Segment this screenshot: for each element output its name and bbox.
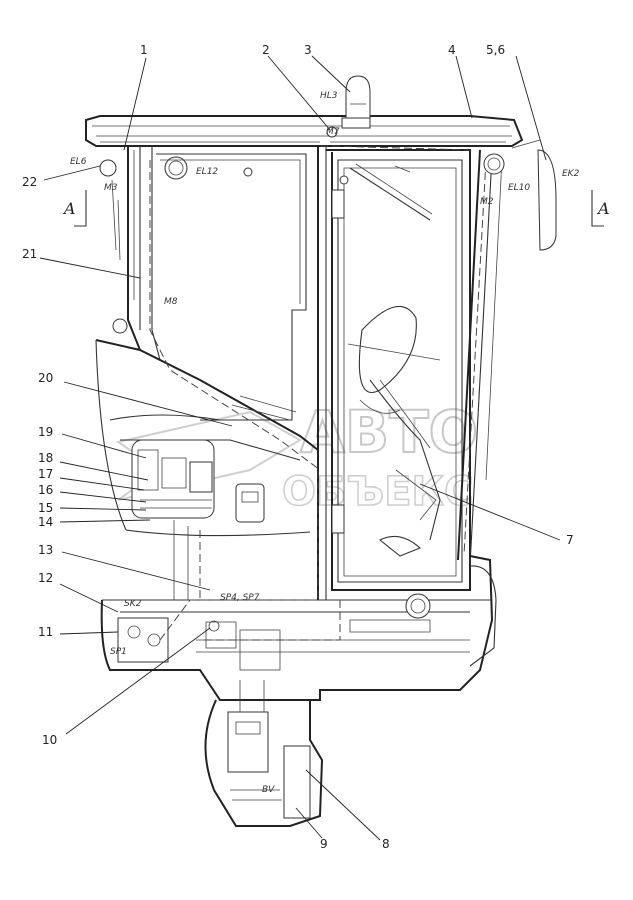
section-label-left: A <box>62 199 76 218</box>
callout-19: 19 <box>38 425 53 439</box>
code-m8: M8 <box>164 297 178 307</box>
callout-21: 21 <box>22 247 37 261</box>
lower-box <box>204 680 324 827</box>
callout-16: 16 <box>38 483 53 497</box>
callout-22: 22 <box>22 175 37 189</box>
cab-floor <box>100 555 497 701</box>
rear-window-panel <box>156 153 307 421</box>
code-hl3: HL3 <box>320 91 338 101</box>
code-m2: M2 <box>480 197 494 207</box>
callout-9: 9 <box>320 837 328 851</box>
callouts: 1 2 3 4 5,6 22 21 20 19 18 17 16 15 14 1… <box>22 43 574 851</box>
callout-20: 20 <box>38 371 53 385</box>
component-codes: HL3 M7 EL6 M3 EL12 EK2 EL10 M2 M8 SP4, S… <box>70 91 580 795</box>
wiring-harness <box>149 145 471 641</box>
watermark-line2: ОБЪЕКС <box>282 469 473 515</box>
callout-11: 11 <box>38 625 53 639</box>
code-ek2: EK2 <box>562 169 580 179</box>
leader-lines <box>39 55 561 841</box>
cab-roof <box>85 75 524 147</box>
left-cab-wall <box>99 146 188 361</box>
code-el10: EL10 <box>508 183 530 193</box>
section-label-right: A <box>596 199 610 218</box>
callout-3: 3 <box>304 43 312 57</box>
code-bv: BV <box>262 785 275 795</box>
watermark: АВТО ОБЪЕКС <box>115 397 479 516</box>
callout-7: 7 <box>566 533 574 547</box>
callout-17: 17 <box>38 467 53 481</box>
watermark-line1: АВТО <box>300 398 478 466</box>
callout-2: 2 <box>262 43 270 57</box>
door-frame <box>317 146 471 600</box>
callout-12: 12 <box>38 571 53 585</box>
callout-4: 4 <box>448 43 456 57</box>
callout-10: 10 <box>42 733 57 747</box>
section-mark-right: A <box>591 190 610 227</box>
code-sk2: SK2 <box>124 599 142 609</box>
callout-5-6: 5,6 <box>486 43 505 57</box>
callout-14: 14 <box>38 515 53 529</box>
code-sp1: SP1 <box>110 647 127 657</box>
callout-13: 13 <box>38 543 53 557</box>
right-pillar <box>457 139 557 566</box>
callout-18: 18 <box>38 451 53 465</box>
callout-15: 15 <box>38 501 53 515</box>
callout-1: 1 <box>140 43 148 57</box>
code-el12: EL12 <box>196 167 218 177</box>
code-sp4-sp7: SP4, SP7 <box>220 593 260 603</box>
code-el6: EL6 <box>70 157 87 167</box>
dashboard-console <box>95 339 319 600</box>
section-mark-left: A <box>62 190 87 227</box>
callout-8: 8 <box>382 837 390 851</box>
code-m7: M7 <box>326 127 340 137</box>
steering-column <box>347 305 441 557</box>
code-m3: M3 <box>104 183 118 193</box>
